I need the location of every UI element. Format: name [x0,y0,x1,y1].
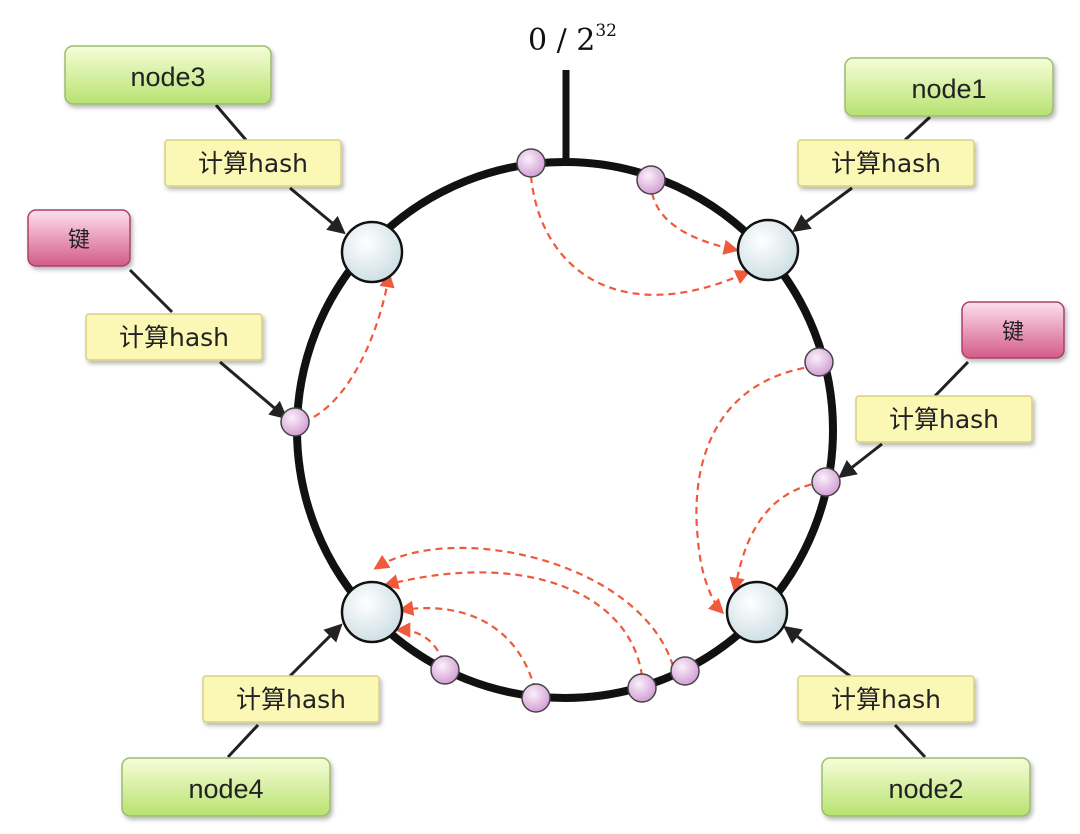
arrow-line [219,360,288,420]
dashed-arrow [383,571,644,677]
arrow-line [289,186,346,235]
dashed-arrow [302,271,395,424]
dashed-arrow [729,480,824,594]
key-label: 键 [1002,320,1024,345]
key-dot [516,148,546,178]
zero-position-label: 0 / 232 [528,21,617,58]
key-dot [430,655,460,685]
dashed-arrow [529,175,751,296]
dashed-arrow [650,192,740,255]
key-dot [636,165,666,195]
key-dot [811,467,841,497]
dashed-arrow [397,600,537,691]
key-dot [627,673,657,703]
node4-box: node4 [121,757,331,817]
hash-box-node1: 计算hash [797,139,975,187]
key-box-left: 键 [27,209,131,267]
hash-label: 计算hash [831,149,941,178]
hash-box-key-right: 计算hash [855,395,1033,443]
hash-box-node4: 计算hash [202,675,380,723]
hash-label: 计算hash [236,685,346,714]
node2-label: node2 [888,774,963,804]
hash-label: 计算hash [831,685,941,714]
hash-box-node2: 计算hash [797,675,975,723]
key-dot [804,347,834,377]
arrow-line [288,623,343,678]
node1-box: node1 [844,57,1054,117]
server-node4-circle [340,580,404,644]
connector-line [226,723,260,759]
arrow-line [792,186,853,233]
hash-label: 计算hash [198,149,308,178]
connector-line [903,115,932,142]
key-label: 键 [68,228,90,253]
key-dots [280,148,841,713]
connector-line [893,723,927,759]
server-node2-circle [725,580,789,644]
hash-box-node3: 计算hash [164,139,342,187]
hash-box-key-left: 计算hash [85,313,263,361]
connector-line [933,360,970,398]
zero-label-exponent: 32 [595,21,617,41]
hash-label: 计算hash [889,405,999,434]
node2-box: node2 [821,757,1031,817]
arrow-line [783,625,851,678]
server-node1-circle [736,218,800,282]
connector-line [214,104,248,141]
key-dot [670,656,700,686]
dashed-arrow [373,546,675,667]
key-dot [280,407,310,437]
connector-line [128,268,174,314]
hash-label: 计算hash [119,323,229,352]
zero-label-text: 0 / 2 [528,23,595,58]
key-dot [521,683,551,713]
arrow-line [838,442,883,479]
server-node3-circle [340,220,404,284]
node4-label: node4 [188,774,263,804]
key-box-right: 键 [961,301,1065,359]
node3-label: node3 [130,62,205,92]
node1-label: node1 [911,74,986,104]
dashed-arrow [695,364,817,615]
node3-box: node3 [64,45,272,105]
